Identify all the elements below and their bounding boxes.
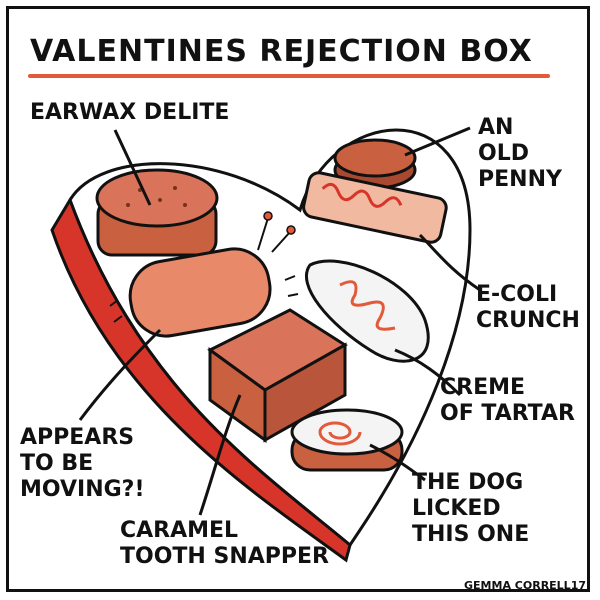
pointer-penny	[404, 126, 471, 157]
comic-title: VALENTINES REJECTION BOX	[30, 34, 533, 69]
label-e-coli-crunch: E-COLI CRUNCH	[476, 282, 580, 333]
creme-of-tartar-candy	[304, 259, 430, 363]
label-creme-of-tartar: CREME OF TARTAR	[440, 375, 575, 426]
pointer-earwax	[113, 129, 152, 206]
label-dog-licked: THE DOG LICKED THIS ONE	[412, 470, 530, 547]
dog-licked-candy	[290, 408, 404, 472]
label-earwax-delite: EARWAX DELITE	[30, 100, 230, 125]
pointer-dog	[369, 443, 426, 482]
label-old-penny: AN OLD PENNY	[478, 115, 562, 192]
artist-signature: GEMMA CORRELL17	[464, 579, 586, 592]
moving-candy	[109, 211, 299, 338]
heart-ribbon	[50, 196, 352, 563]
caramel-tooth-snapper-candy	[207, 308, 348, 443]
label-caramel-tooth-snapper: CARAMEL TOOTH SNAPPER	[120, 518, 329, 569]
earwax-delite-candy	[95, 168, 219, 257]
pointer-creme	[394, 348, 462, 397]
title-underline	[28, 74, 550, 78]
label-appears-moving: APPEARS TO BE MOVING?!	[20, 425, 145, 502]
pointer-moving	[78, 328, 162, 421]
e-coli-crunch-candy	[302, 171, 448, 244]
pointer-ecoli	[418, 233, 481, 292]
pointer-caramel	[198, 394, 242, 516]
